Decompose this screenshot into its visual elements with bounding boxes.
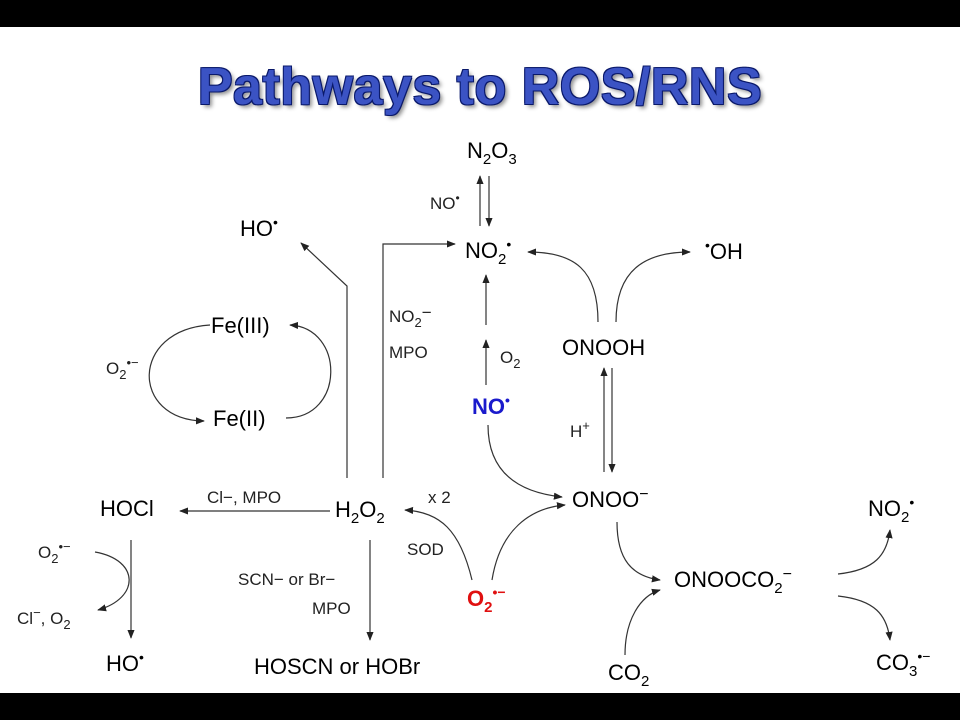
onooco2-to-no2-arrow xyxy=(837,529,893,575)
no-to-peroxynitrite-arrow xyxy=(487,424,563,500)
chloride-o2-label: Cl−, O2 xyxy=(17,605,71,632)
mpo-label: MPO xyxy=(389,343,428,362)
onooco2-to-co3-arrow xyxy=(837,595,893,641)
superoxide-to-peroxynitrite-arrow xyxy=(491,502,566,581)
superoxide-fe-label: O2•− xyxy=(106,355,139,382)
no2-right-node: NO2• xyxy=(868,494,914,526)
superoxide-hocl-label: O2•− xyxy=(38,539,71,566)
superoxide-to-h2o2-arrow xyxy=(404,506,473,581)
peroxynitrite-to-onooco2-arrow xyxy=(616,521,661,583)
onooh-to-no2-arrow xyxy=(527,248,599,323)
hydroxyl-top-node: HO• xyxy=(240,214,278,241)
fe2-node: Fe(II) xyxy=(213,406,266,431)
hydroxyl-bottom-node: HO• xyxy=(106,649,144,676)
nitrosoperoxycarbonate-node: ONOOCO2− xyxy=(674,566,792,597)
x2-label: x 2 xyxy=(428,488,451,507)
peroxynitrite-node: ONOO− xyxy=(572,486,649,512)
chloride-mpo-label: Cl−, MPO xyxy=(207,488,281,507)
o2-label: O2 xyxy=(500,348,520,371)
superoxide-node: O2•− xyxy=(467,584,506,616)
slide-canvas: Pathways to ROS/RNS xyxy=(0,27,960,693)
fe3-to-fe2-arrow xyxy=(148,324,211,425)
nitric-oxide-node: NO• xyxy=(472,392,510,419)
co2-node: CO2 xyxy=(608,660,649,690)
h-plus-label: H+ xyxy=(570,418,590,441)
onooh-node: ONOOH xyxy=(562,335,645,360)
no-reagent-label: NO• xyxy=(430,191,460,213)
hydroxyl-right-node: •OH xyxy=(705,237,743,264)
fe2-to-fe3-arrow xyxy=(285,321,332,419)
h2o2-node: H2O2 xyxy=(335,497,385,527)
hocl-node: HOCl xyxy=(100,496,154,521)
h2o2-to-hydroxyl-arrow xyxy=(300,242,348,478)
hocl-superoxide-curve xyxy=(94,551,130,612)
h2o2-to-no2-arrow xyxy=(382,240,456,478)
mpo2-label: MPO xyxy=(312,599,351,618)
n2o3-node: N2O3 xyxy=(467,138,517,168)
onooh-to-hydroxyl-arrow xyxy=(615,248,691,323)
hoscn-hobr-node: HOSCN or HOBr xyxy=(254,654,420,679)
sod-label: SOD xyxy=(407,540,444,559)
scn-br-label: SCN− or Br− xyxy=(238,570,335,589)
slide-title: Pathways to ROS/RNS xyxy=(197,58,763,116)
nitrite-label: NO2− xyxy=(389,303,432,330)
no2-radical-node: NO2• xyxy=(465,236,511,268)
fe3-node: Fe(III) xyxy=(211,313,270,338)
carbonate-radical-node: CO3•− xyxy=(876,648,930,680)
co2-to-onooco2-arrow xyxy=(624,588,661,656)
